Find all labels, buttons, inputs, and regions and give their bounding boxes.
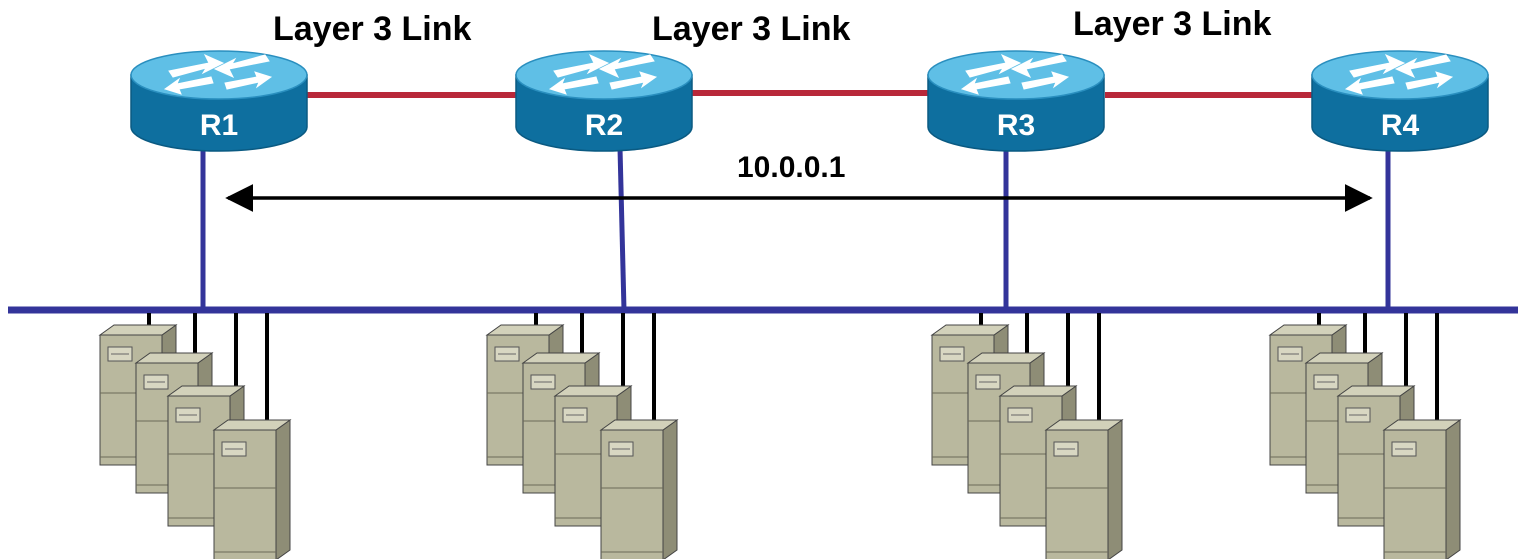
- router-links: [305, 90, 1320, 98]
- router-r3: R3: [927, 50, 1105, 152]
- router-label: R4: [1381, 109, 1420, 142]
- router-label: R2: [585, 109, 623, 142]
- server-group: [1268, 313, 1462, 559]
- server-icon: [1382, 419, 1462, 559]
- link-label: Layer 3 Link: [273, 10, 472, 48]
- routers: R1 R2 R3 R4: [130, 50, 1489, 152]
- link-label: Layer 3 Link: [652, 10, 851, 48]
- server-group: [98, 313, 292, 559]
- server-group: [485, 313, 679, 559]
- router-label: R1: [200, 109, 238, 142]
- server-group: [930, 313, 1124, 559]
- address-label: 10.0.0.1: [737, 151, 845, 184]
- router-icon: [1311, 50, 1489, 152]
- server-icon: [1044, 419, 1124, 559]
- router-uplinks: [200, 147, 1391, 311]
- router-icon: [515, 50, 693, 152]
- server-icon: [599, 419, 679, 559]
- router-label: R3: [997, 109, 1035, 142]
- link-label: Layer 3 Link: [1073, 5, 1272, 43]
- router-r4: R4: [1311, 50, 1489, 152]
- router-r1: R1: [130, 50, 308, 152]
- router-icon: [927, 50, 1105, 152]
- uplink-r2: [617, 147, 627, 311]
- server-icon: [212, 419, 292, 559]
- server-groups: [98, 313, 1462, 559]
- router-r2: R2: [515, 50, 693, 152]
- router-icon: [130, 50, 308, 152]
